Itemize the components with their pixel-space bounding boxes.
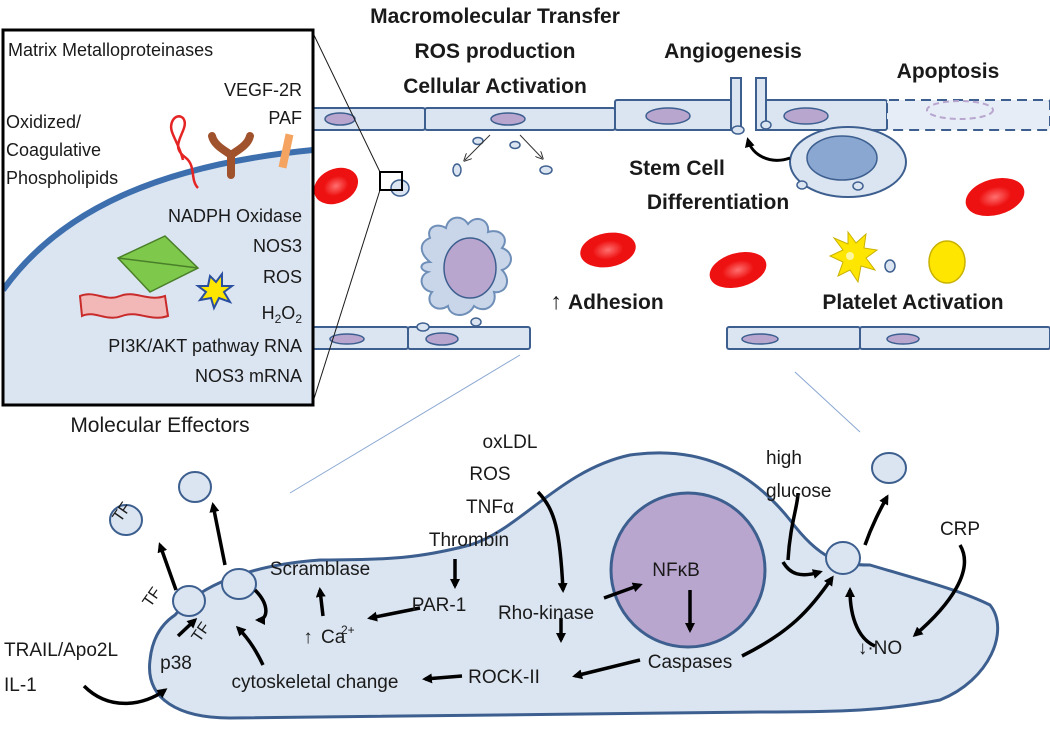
label-differentiation: Differentiation <box>647 191 789 214</box>
label-nfkb: NFκB <box>652 560 700 581</box>
label-platelet-activation: Platelet Activation <box>822 291 1003 314</box>
label-macromolecular-transfer: Macromolecular Transfer <box>370 5 620 28</box>
label-scramblase: Scramblase <box>270 559 370 580</box>
zoom-box <box>379 171 403 191</box>
label-adhesion-arrow: ↑ <box>550 288 562 314</box>
label-stem-cell: Stem Cell <box>629 157 725 180</box>
label-angiogenesis: Angiogenesis <box>664 40 802 63</box>
label-nos3: NOS3 <box>253 236 302 256</box>
molecular-effectors-inset <box>1 28 315 407</box>
cell-microvesicles <box>109 452 907 617</box>
label-paf: PAF <box>268 108 302 128</box>
process-labels: Macromolecular Transfer ROS production C… <box>370 5 1004 314</box>
label-par1: PAR-1 <box>412 595 467 616</box>
label-ros-production: ROS production <box>415 40 576 63</box>
label-ca-arrow: ↑ <box>303 627 313 648</box>
cell-nucleus <box>609 491 767 649</box>
zoom-lines-bottom <box>289 354 861 494</box>
label-oxldl: oxLDL <box>483 432 538 453</box>
label-rock2: ROCK-II <box>468 667 540 688</box>
zoom-lines <box>311 30 381 406</box>
label-coagulative: Coagulative <box>6 140 101 160</box>
red-blood-cells <box>313 167 1025 289</box>
label-trail: TRAIL/Apo2L <box>4 640 118 661</box>
label-oxidized: Oxidized/ <box>6 112 81 132</box>
label-mmp: Matrix Metalloproteinases <box>8 40 213 60</box>
stem-cell <box>789 126 907 198</box>
label-ros: ROS <box>469 464 510 485</box>
inset-labels: Matrix Metalloproteinases VEGF-2R PAF Ox… <box>6 40 302 386</box>
platelets <box>828 230 966 284</box>
label-ros-inset: ROS <box>263 267 302 287</box>
label-caspases: Caspases <box>648 652 733 673</box>
microparticles <box>390 120 896 332</box>
label-adhesion: Adhesion <box>568 291 664 314</box>
differentiation-arrow <box>744 137 791 162</box>
label-vegf: VEGF-2R <box>224 80 302 100</box>
label-glucose: glucose <box>766 481 832 502</box>
label-h2o2: H2O2 <box>262 303 303 326</box>
label-rho-kinase: Rho-kinase <box>498 603 594 624</box>
label-no: ↓·NO <box>858 638 902 659</box>
label-ca-superscript: 2+ <box>341 623 355 637</box>
inset-caption: Molecular Effectors <box>70 414 249 437</box>
label-pi3k: PI3K/AKT pathway RNA <box>108 336 302 356</box>
label-phospholipids: Phospholipids <box>6 168 118 188</box>
label-crp: CRP <box>940 519 980 540</box>
pathway-labels: oxLDL ROS TNFα Thrombin PAR-1 Rho-kinase… <box>4 432 980 696</box>
label-cellular-activation: Cellular Activation <box>403 75 587 98</box>
label-il1: IL-1 <box>4 675 37 696</box>
label-cytoskeletal-change: cytoskeletal change <box>232 672 399 693</box>
label-tf-2: TF <box>140 584 165 610</box>
endothelial-nuclei-top <box>324 100 994 126</box>
label-ca: Ca <box>321 627 346 648</box>
label-high: high <box>766 448 802 469</box>
pathway-arrows <box>82 490 967 706</box>
label-p38: p38 <box>160 653 192 674</box>
label-tnfa: TNFα <box>466 497 514 518</box>
endothelial-nuclei-bottom <box>329 332 920 346</box>
label-apoptosis: Apoptosis <box>897 60 1000 83</box>
label-nadph: NADPH Oxidase <box>168 206 302 226</box>
label-thrombin: Thrombin <box>429 530 509 551</box>
adherent-leukocyte <box>420 216 512 316</box>
label-nos3-mrna: NOS3 mRNA <box>195 366 302 386</box>
release-arrows <box>465 134 542 160</box>
